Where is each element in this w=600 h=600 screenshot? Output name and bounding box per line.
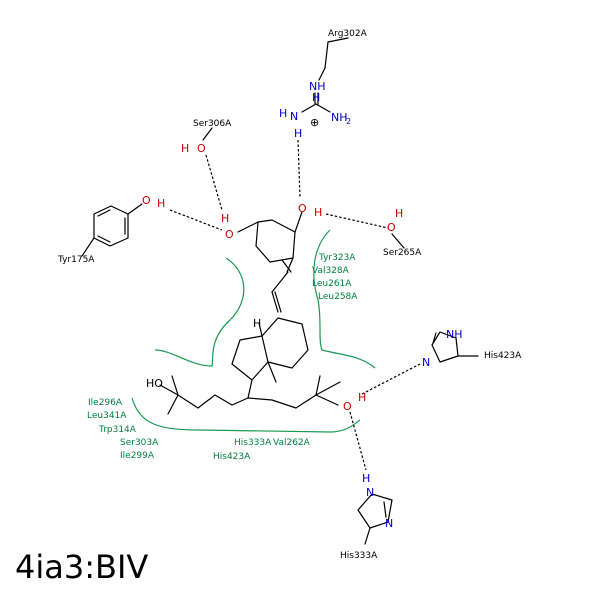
atom-nh2: NH [331,111,348,124]
hydrophobic-label: Val328A [312,266,350,276]
atom-o: O [298,202,307,215]
atom-h: H [358,391,366,404]
atom-o: O [142,194,151,207]
hydrophobic-arcs [131,229,376,433]
hydrophobic-label: Ile299A [120,451,155,461]
hydrophobic-label: Leu261A [312,279,352,289]
residue-label-tyr175: Tyr175A [57,255,95,265]
side-chain [159,375,341,415]
hydrophobic-label: Ile296A [88,398,123,408]
atom-ho: HO [146,377,163,390]
atom-o: O [387,221,396,234]
residue-label-ser306: Ser306A [193,119,232,129]
hbond-ser265-o [325,213,389,229]
atom-o: O [197,142,206,155]
atom-n: N [422,356,430,369]
atom-n: H [312,91,320,104]
residue-label-his423: His423A [484,351,522,361]
serine-bonds [202,127,405,249]
atom-n: N [290,110,298,123]
hbond-tyr175-o [169,209,223,231]
atom-n: NH [309,80,326,93]
hbond-arg302-o [297,139,301,199]
positive-charge-icon: ⊕ [310,116,319,129]
tyr175-phenol [81,203,143,257]
atom-h: H [181,142,189,155]
hydrogen-bonds [169,139,421,471]
residue-label-ser265: Ser265A [383,248,422,258]
his423-imidazole [431,331,479,363]
atom-h: H [221,212,229,225]
hydrophobic-arc-upper-right [313,229,376,369]
hydrophobic-arc-lower [131,397,361,433]
atom-h: H [294,127,302,140]
page-title: 4ia3:BIV [15,548,149,586]
hydrophobic-label: His423A [213,452,251,462]
atom-o: O [343,400,352,413]
atom-n: N [366,486,374,499]
hydrophobic-label: Trp314A [98,425,137,435]
atom-h: H [362,472,370,485]
hydrophobic-label: His333A [234,438,272,448]
atom-h: H [157,197,165,210]
atom-o: O [225,228,234,241]
residue-label-his333: His333A [340,551,378,561]
residue-label-arg302: Arg302A [328,29,368,39]
hydrophobic-label: Leu341A [87,411,127,421]
hydrophobic-label: Leu258A [318,292,358,302]
atom-nh: NH [446,328,463,341]
hydrophobic-label: Ser303A [120,438,159,448]
hbond-his333-o [349,411,367,471]
atom-h: H [253,317,261,330]
hbond-his423-o [361,363,421,395]
cd-rings [231,317,309,399]
hydrophobic-arc-upper-left [154,257,245,367]
arg302-sidechain [301,37,349,113]
atom-n: N [385,517,393,530]
atom-h: H [314,206,322,219]
atom-h: H [279,107,287,120]
atom-nh2-subscript: 2 [346,117,351,126]
hydrophobic-label: Val262A [273,438,311,448]
hbond-ser306-o [205,154,223,211]
atom-h: H [395,207,403,220]
hydrophobic-label: Tyr323A [318,253,356,263]
a-ring [237,211,303,313]
his333-imidazole [357,493,393,545]
